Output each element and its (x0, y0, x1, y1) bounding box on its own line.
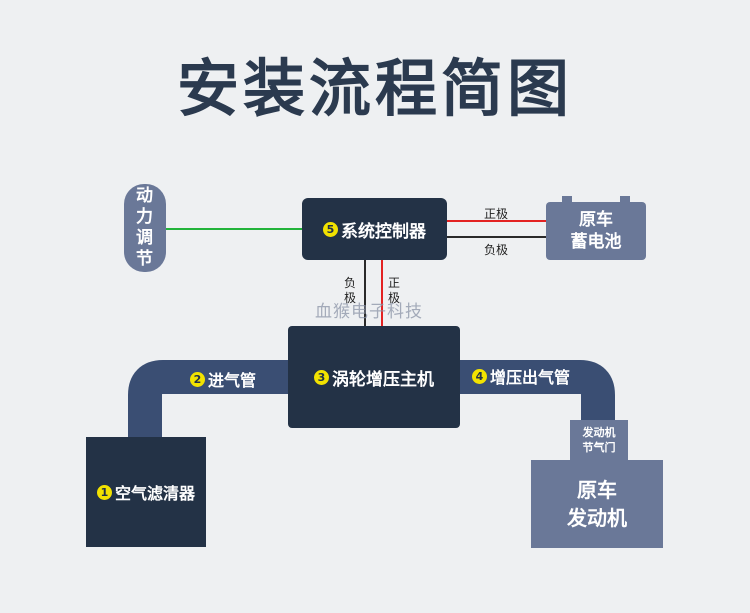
watermark: 血猴电子科技 (315, 302, 423, 322)
intake-pipe (128, 360, 290, 438)
engine-throttle-node: 发动机 节气门 (570, 420, 628, 460)
outlet-pipe-label: 4 增压出气管 (472, 364, 570, 388)
turbo-main-unit-node: 3 涡轮增压主机 (288, 326, 460, 428)
negative-label-vert: 负极 (344, 276, 357, 305)
power-adjust-label: 动力调节 (136, 186, 154, 269)
throttle-line1: 发动机 (582, 426, 616, 439)
outlet-number-badge: 4 (472, 368, 487, 384)
battery-terminal-right (620, 196, 630, 202)
engine-line2: 发动机 (567, 506, 627, 530)
air-filter-node: 1 空气滤清器 (86, 437, 206, 547)
turbo-number-badge: 3 (314, 369, 329, 385)
power-adjust-node: 动力调节 (124, 184, 166, 272)
throttle-line2: 节气门 (582, 441, 616, 454)
negative-label-top: 负极 (484, 243, 509, 257)
controller-label: 系统控制器 (341, 221, 426, 242)
filter-label: 空气滤清器 (114, 484, 195, 503)
diagram-title: 安装流程简图 (176, 52, 573, 125)
battery-line2: 蓄电池 (570, 232, 622, 252)
system-controller-node: 5 系统控制器 (302, 198, 447, 260)
engine-line1: 原车 (577, 478, 617, 502)
filter-number-badge: 1 (96, 484, 112, 500)
outlet-pipe (459, 360, 615, 424)
controller-number-badge: 5 (323, 221, 338, 237)
positive-label-top: 正极 (484, 207, 509, 221)
battery-line1: 原车 (579, 210, 613, 230)
outlet-text: 增压出气管 (490, 368, 571, 387)
intake-text: 进气管 (208, 371, 257, 390)
engine-node: 原车 发动机 (531, 460, 663, 548)
turbo-label: 涡轮增压主机 (332, 369, 434, 390)
intake-number-badge: 2 (190, 371, 205, 387)
intake-pipe-label: 2 进气管 (190, 367, 256, 391)
positive-label-vert: 正极 (388, 276, 401, 305)
battery-node: 原车 蓄电池 (546, 202, 646, 260)
battery-terminal-left (562, 196, 572, 202)
